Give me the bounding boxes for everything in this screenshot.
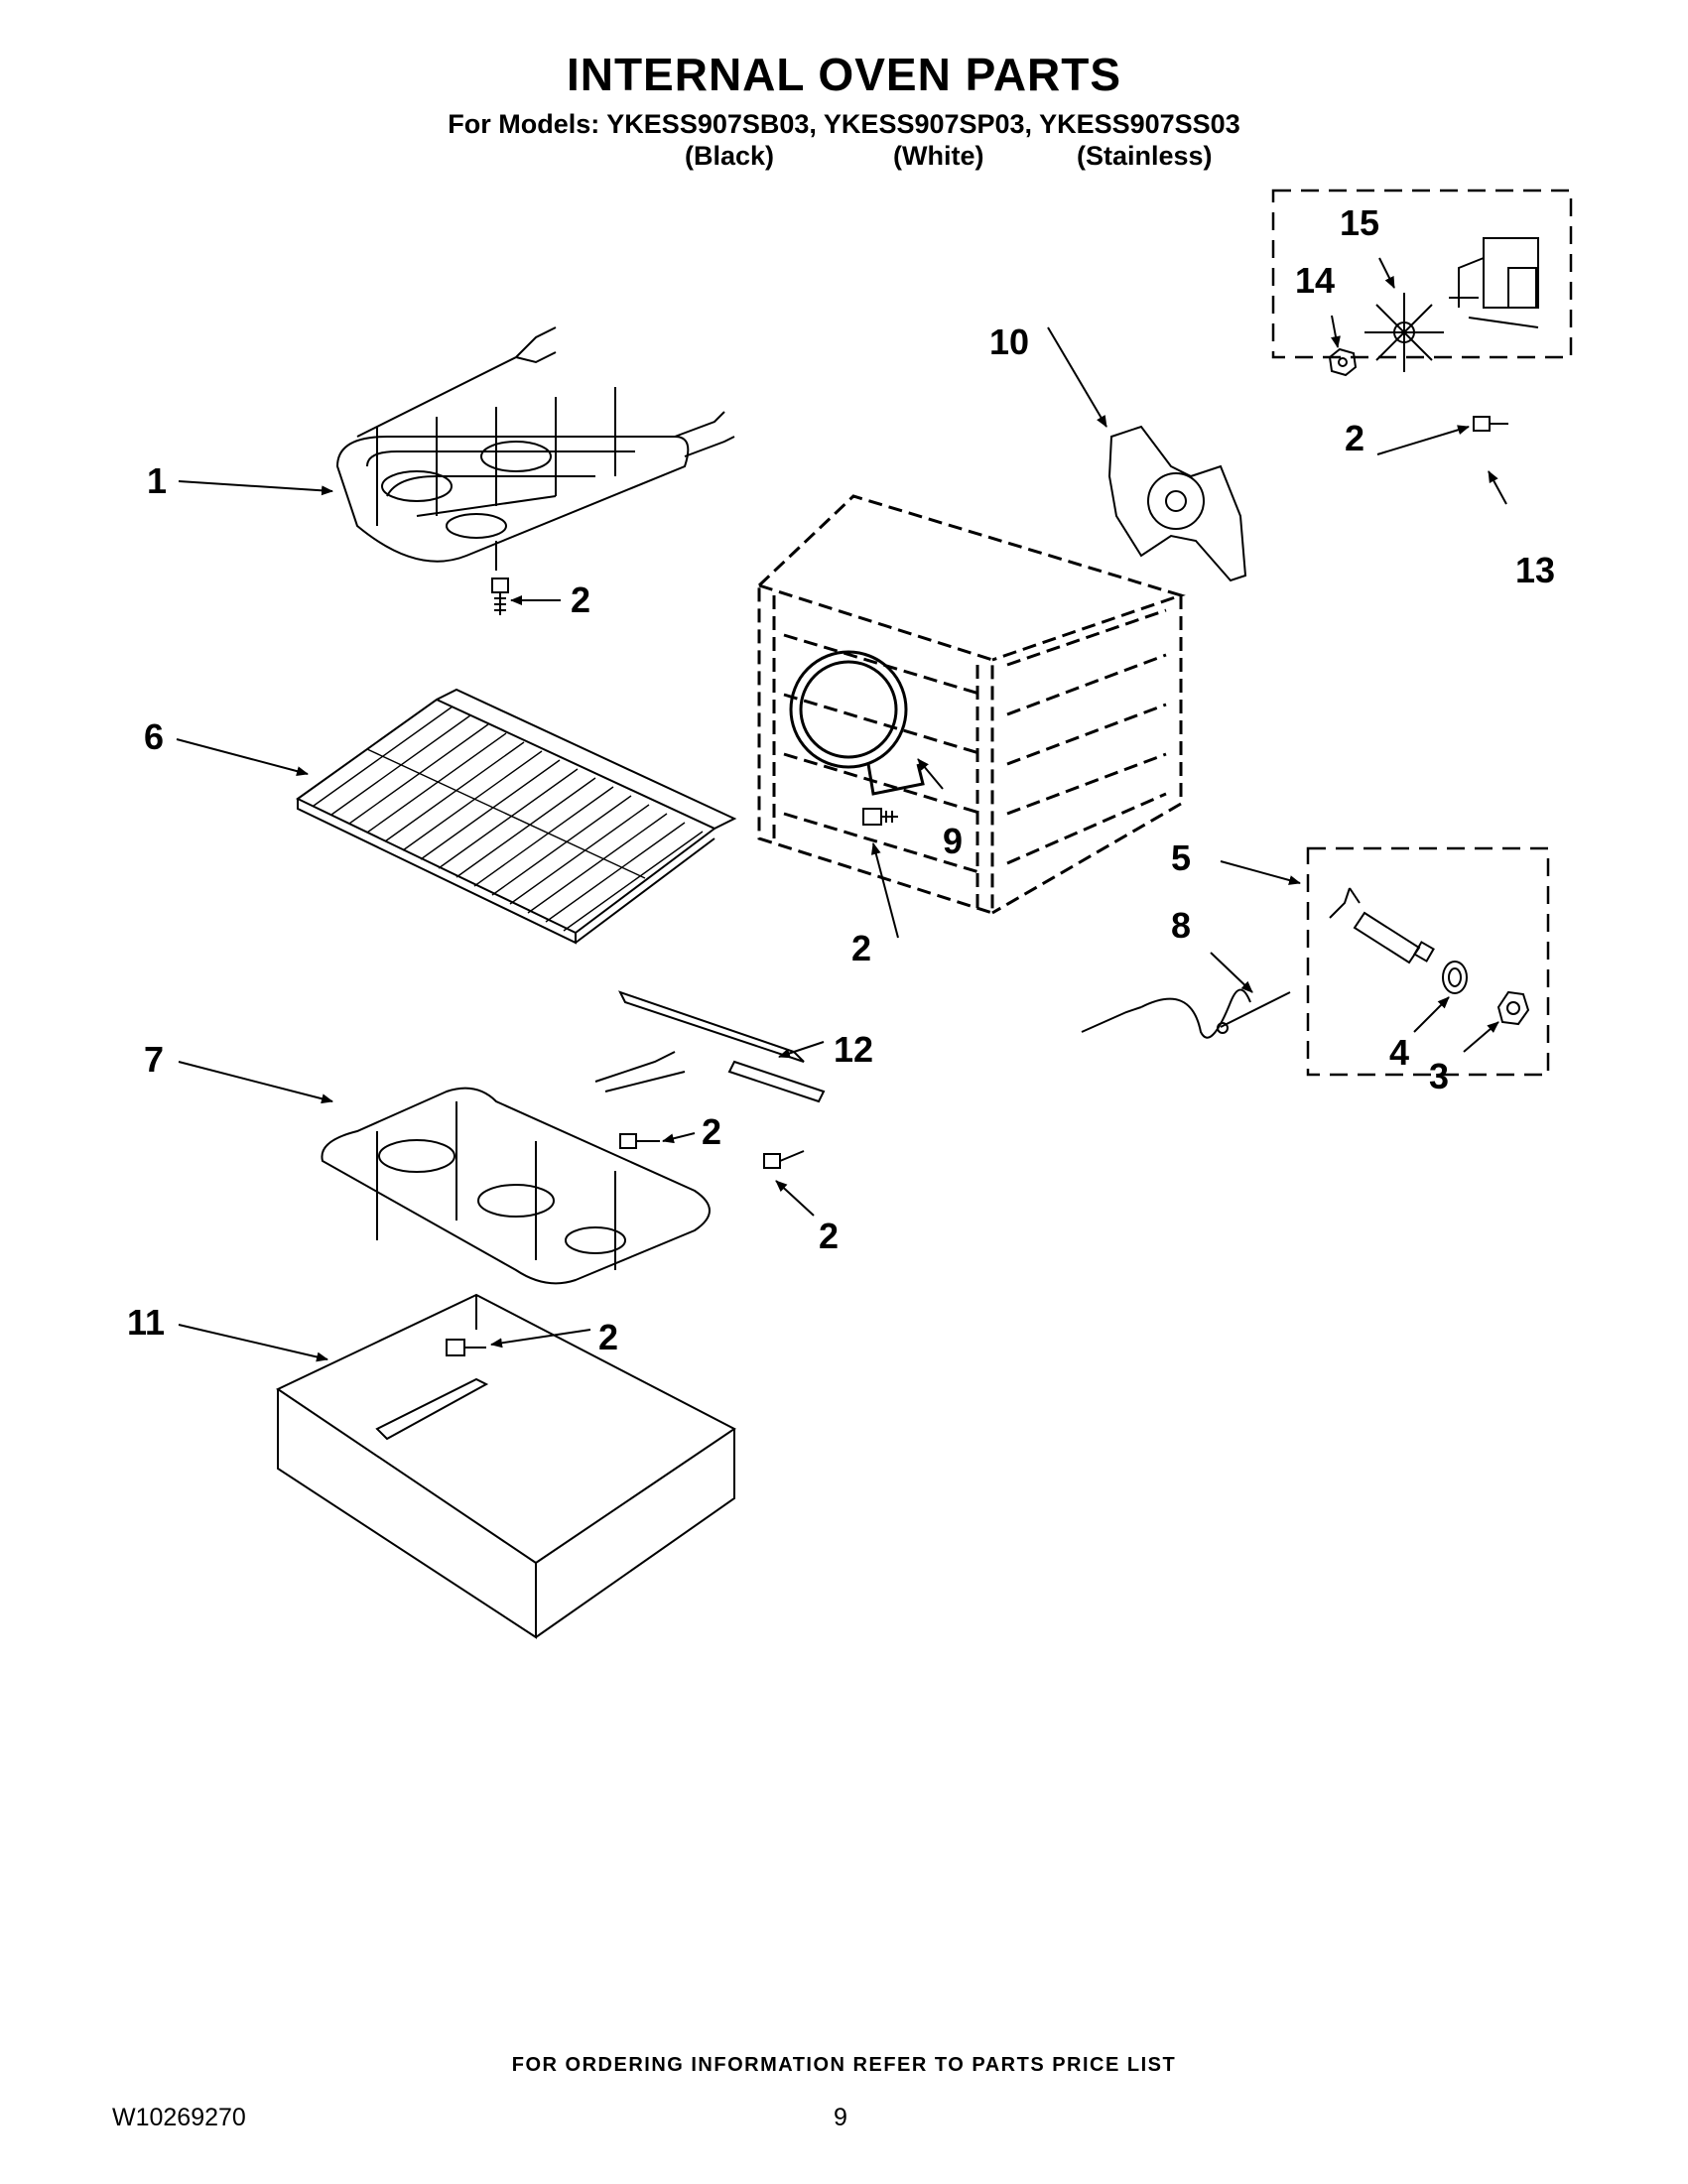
callout-arrows	[176, 257, 1507, 1362]
document-number: W10269270	[112, 2104, 246, 2131]
callout-7: 7	[144, 1039, 164, 1080]
page-title: INTERNAL OVEN PARTS	[566, 49, 1122, 100]
fan-assembly-box	[1271, 189, 1573, 359]
screw-cavity	[862, 808, 898, 826]
callout-15: 15	[1340, 202, 1379, 243]
oven-rack	[296, 688, 737, 945]
temperature-sensor	[1329, 887, 1435, 964]
screw-bake-2	[763, 1150, 805, 1169]
screw-fan	[1473, 416, 1508, 432]
callout-2-bracket: 2	[819, 1216, 839, 1256]
variant-stainless: (Stainless)	[1077, 141, 1213, 171]
callout-13: 13	[1515, 550, 1555, 590]
callout-5: 5	[1171, 837, 1191, 878]
callout-9: 9	[943, 821, 963, 861]
lock-washer	[1442, 961, 1468, 994]
callout-6: 6	[144, 716, 164, 757]
screw-panel	[446, 1339, 486, 1356]
element-bracket	[618, 990, 826, 1103]
callout-2-broil: 2	[571, 579, 590, 620]
ordering-note: FOR ORDERING INFORMATION REFER TO PARTS …	[511, 2054, 1177, 2076]
screw-1	[491, 578, 509, 615]
callout-2-cavity: 2	[851, 928, 871, 968]
callout-2-fan: 2	[1345, 418, 1364, 458]
callout-8: 8	[1171, 905, 1191, 946]
callout-10: 10	[989, 321, 1029, 362]
callout-3: 3	[1429, 1056, 1449, 1096]
callout-12: 12	[834, 1029, 873, 1070]
convection-element	[789, 650, 925, 796]
convection-fan-motor	[1449, 237, 1539, 328]
page-number: 9	[834, 2104, 847, 2131]
fan-blade	[1364, 293, 1444, 372]
callout-2-panel: 2	[598, 1317, 618, 1357]
callout-11: 11	[127, 1302, 165, 1343]
variant-white: (White)	[893, 141, 984, 171]
broil-element	[335, 326, 735, 571]
callout-14: 14	[1295, 260, 1335, 301]
meat-probe	[1081, 988, 1291, 1039]
fan-nut	[1328, 347, 1358, 377]
models-line: For Models: YKESS907SB03, YKESS907SP03, …	[448, 109, 1240, 139]
bottom-panel	[275, 1293, 736, 1639]
screw-bake-1	[619, 1133, 660, 1149]
oven-cavity	[757, 494, 1186, 916]
convection-baffle	[1107, 425, 1247, 582]
callout-4: 4	[1389, 1032, 1409, 1073]
callout-2-bake: 2	[702, 1111, 721, 1152]
variant-black: (Black)	[685, 141, 775, 171]
bake-element	[321, 1051, 711, 1285]
sensor-kit-box	[1306, 846, 1550, 1077]
sensor-nut	[1496, 990, 1530, 1026]
callout-1: 1	[147, 460, 167, 501]
